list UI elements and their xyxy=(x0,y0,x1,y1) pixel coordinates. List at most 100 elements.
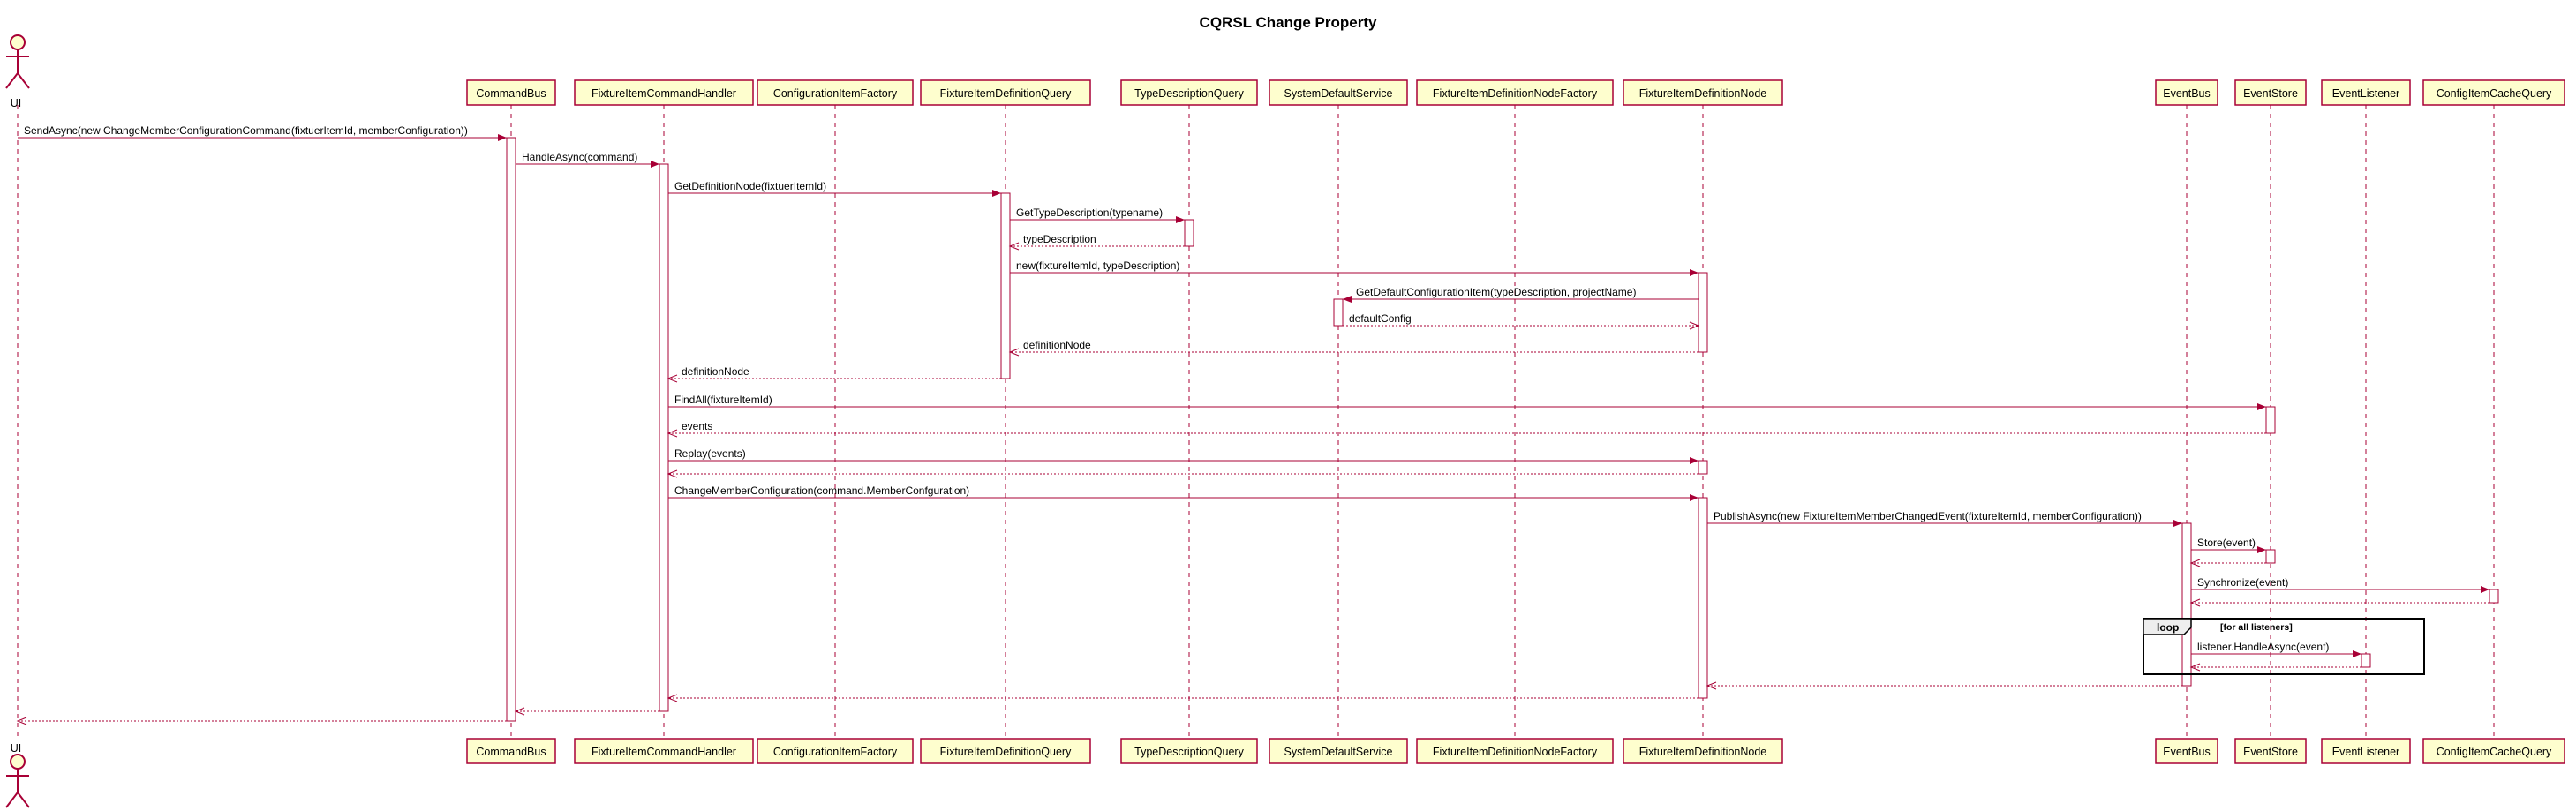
participant-cifactory-bottom: ConfigurationItemFactory xyxy=(757,738,914,764)
activation-bar-sds xyxy=(1333,298,1344,327)
participant-commandbus-top: CommandBus xyxy=(466,79,556,106)
arrowhead-10 xyxy=(2257,403,2266,410)
diagram-title: CQRSL Change Property xyxy=(1200,14,1377,31)
activation-bar-handler xyxy=(659,163,669,712)
participant-box xyxy=(466,79,556,106)
participant-box xyxy=(2234,79,2307,106)
participant-cachequery-bottom: ConfigItemCacheQuery xyxy=(2422,738,2565,764)
participant-label: FixtureItemDefinitionQuery xyxy=(940,746,1072,758)
participant-label: TypeDescriptionQuery xyxy=(1134,87,1244,100)
activation-bar-cachequery xyxy=(2489,589,2499,604)
participant-box xyxy=(1623,79,1783,106)
participant-label: EventStore xyxy=(2243,87,2298,100)
message-label-14: ChangeMemberConfiguration(command.Member… xyxy=(674,484,969,497)
participant-eventstore-bottom: EventStore xyxy=(2234,738,2307,764)
arrowhead-12 xyxy=(1690,457,1699,464)
participant-sds-bottom: SystemDefaultService xyxy=(1269,738,1408,764)
participant-box xyxy=(466,738,556,764)
arrowhead-5 xyxy=(1690,269,1699,276)
participant-label-top: UI xyxy=(11,97,22,109)
message-label-10: FindAll(fixtureItemId) xyxy=(674,394,772,406)
activation-bar-eventstore xyxy=(2265,406,2276,434)
participant-label: SystemDefaultService xyxy=(1284,746,1393,758)
participant-fidnfactory-top: FixtureItemDefinitionNodeFactory xyxy=(1416,79,1614,106)
arrowhead-2 xyxy=(992,190,1001,197)
actor-head-icon xyxy=(10,754,26,770)
activation-bar-fidnode xyxy=(1698,460,1708,475)
participant-label: EventListener xyxy=(2332,746,2399,758)
activation-bar-eventbus xyxy=(2181,522,2192,687)
participant-label: FixtureItemDefinitionNodeFactory xyxy=(1433,87,1598,100)
actor-top xyxy=(5,34,30,89)
participant-fidnode-bottom: FixtureItemDefinitionNode xyxy=(1623,738,1783,764)
participant-box xyxy=(1269,738,1408,764)
participant-eventlistener-bottom: EventListener xyxy=(2321,738,2411,764)
message-label-3: GetTypeDescription(typename) xyxy=(1016,207,1163,219)
message-label-7: defaultConfig xyxy=(1349,312,1412,325)
activation-bar-commandbus xyxy=(506,137,516,722)
participant-box xyxy=(2422,738,2565,764)
message-label-6: GetDefaultConfigurationItem(typeDescript… xyxy=(1356,286,1636,298)
participant-box xyxy=(2155,79,2218,106)
arrowhead-6 xyxy=(1343,296,1352,303)
participant-box xyxy=(574,79,754,106)
participant-label: TypeDescriptionQuery xyxy=(1134,746,1244,758)
participant-fidquery-bottom: FixtureItemDefinitionQuery xyxy=(920,738,1091,764)
arrowhead-13 xyxy=(667,469,678,478)
participant-box xyxy=(757,738,914,764)
participant-label: ConfigItemCacheQuery xyxy=(2437,87,2552,100)
actor-body-icon xyxy=(5,769,30,808)
participant-handler-bottom: FixtureItemCommandHandler xyxy=(574,738,754,764)
participant-fidnode-top: FixtureItemDefinitionNode xyxy=(1623,79,1783,106)
participant-cachequery-top: ConfigItemCacheQuery xyxy=(2422,79,2565,106)
participant-box xyxy=(1416,79,1614,106)
arrowhead-16 xyxy=(2257,546,2266,553)
message-label-9: definitionNode xyxy=(682,365,749,378)
participant-label: EventStore xyxy=(2243,746,2298,758)
participant-box xyxy=(757,79,914,106)
participant-sds-top: SystemDefaultService xyxy=(1269,79,1408,106)
activation-bar-fidnode xyxy=(1698,497,1708,699)
participant-label: CommandBus xyxy=(476,746,546,758)
arrowhead-23 xyxy=(667,694,678,702)
participant-label-bottom: UI xyxy=(11,742,22,755)
participant-eventlistener-top: EventListener xyxy=(2321,79,2411,106)
participant-eventstore-top: EventStore xyxy=(2234,79,2307,106)
activation-bar-eventstore xyxy=(2265,549,2276,564)
arrowhead-9 xyxy=(667,374,678,383)
participant-box xyxy=(2234,738,2307,764)
arrowhead-20 xyxy=(2353,650,2361,657)
message-label-2: GetDefinitionNode(fixtuerItemId) xyxy=(674,180,826,192)
message-label-5: new(fixtureItemId, typeDescription) xyxy=(1016,259,1179,272)
participant-label: FixtureItemDefinitionNode xyxy=(1639,87,1767,100)
message-label-8: definitionNode xyxy=(1023,339,1091,351)
arrowhead-3 xyxy=(1176,216,1185,223)
arrowhead-17 xyxy=(2189,559,2201,567)
participant-box xyxy=(920,79,1091,106)
participant-fidquery-top: FixtureItemDefinitionQuery xyxy=(920,79,1091,106)
participant-label: SystemDefaultService xyxy=(1284,87,1393,100)
participant-handler-top: FixtureItemCommandHandler xyxy=(574,79,754,106)
activation-bars xyxy=(506,137,2499,722)
loop-frame xyxy=(2143,618,2425,675)
participant-box xyxy=(2155,738,2218,764)
participant-label: FixtureItemDefinitionQuery xyxy=(940,87,1072,100)
participant-label: EventBus xyxy=(2163,87,2211,100)
participant-label: EventBus xyxy=(2163,746,2211,758)
participant-label: ConfigurationItemFactory xyxy=(773,87,898,100)
participant-box xyxy=(2321,79,2411,106)
participant-box xyxy=(574,738,754,764)
participant-label: ConfigItemCacheQuery xyxy=(2437,746,2552,758)
arrowhead-14 xyxy=(1690,494,1699,501)
participant-headers: UIUICommandBusCommandBusFixtureItemComma… xyxy=(5,34,2565,808)
message-label-20: listener.HandleAsync(event) xyxy=(2197,641,2329,653)
arrowhead-7 xyxy=(1689,321,1700,330)
arrowhead-11 xyxy=(667,429,678,438)
activation-bar-tdquery xyxy=(1184,219,1194,247)
messages: SendAsync(new ChangeMemberConfigurationC… xyxy=(16,124,2489,725)
participant-eventbus-top: EventBus xyxy=(2155,79,2218,106)
actor-body-icon xyxy=(5,49,30,89)
participant-box xyxy=(1623,738,1783,764)
activation-bar-fidquery xyxy=(1000,192,1011,379)
actor-bottom xyxy=(5,754,30,808)
